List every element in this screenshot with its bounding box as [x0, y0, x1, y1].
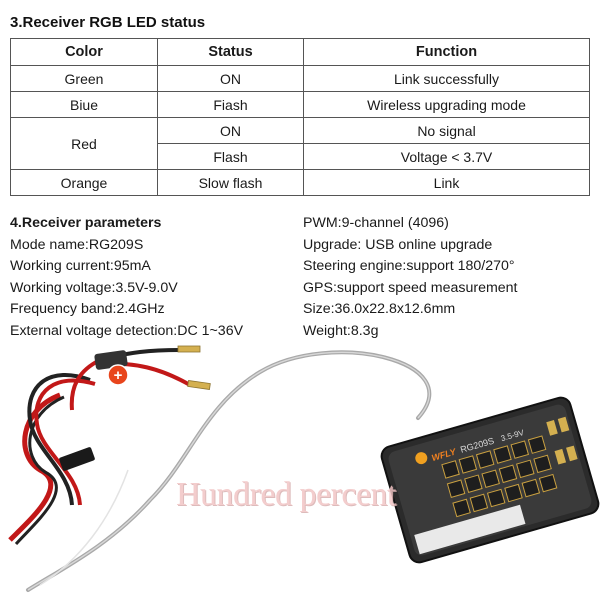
plus-icon: +: [114, 367, 123, 384]
cell-function: Link: [303, 169, 590, 196]
cell-function: No signal: [303, 117, 590, 144]
header-status: Status: [157, 38, 304, 66]
params-title: 4.Receiver parameters: [10, 215, 162, 231]
table-row: Red ON No signal: [10, 117, 590, 170]
params-right-column: PWM:9-channel (4096) Upgrade: USB online…: [303, 213, 518, 342]
table-header-row: Color Status Function: [10, 38, 590, 66]
param-frequency-band: Frequency band:2.4GHz: [10, 301, 165, 317]
cell-color: Orange: [10, 169, 158, 196]
led-status-title: 3.Receiver RGB LED status: [10, 14, 206, 31]
param-working-current: Working current:95mA: [10, 258, 151, 274]
table-row: Green ON Link successfully: [10, 65, 590, 92]
params-left-column: 4.Receiver parameters Mode name:RG209S W…: [10, 213, 243, 342]
header-function: Function: [303, 38, 590, 66]
power-lead-cable: +: [8, 345, 211, 546]
param-external-voltage: External voltage detection:DC 1~36V: [10, 322, 244, 339]
cell-status: Slow flash: [157, 169, 304, 196]
param-steering-engine: Steering engine:support 180/270°: [303, 258, 515, 274]
param-size: Size:36.0x22.8x12.6mm: [303, 301, 456, 317]
table-row: Biue Fiash Wireless upgrading mode: [10, 91, 590, 118]
cell-function: Link successfully: [303, 65, 590, 92]
cell-color: Biue: [10, 91, 158, 118]
antenna-wire: [26, 350, 432, 592]
cell-color: Red: [10, 117, 158, 170]
param-weight: Weight:8.3g: [303, 322, 379, 339]
cell-status: Fiash: [157, 91, 304, 118]
param-upgrade: Upgrade: USB online upgrade: [303, 236, 493, 253]
cell-function: Voltage < 3.7V: [303, 143, 590, 170]
table-row: Orange Slow flash Link: [10, 169, 590, 196]
header-color: Color: [10, 38, 158, 66]
status-led: [415, 452, 428, 465]
param-gps: GPS:support speed measurement: [303, 279, 518, 296]
param-pwm: PWM:9-channel (4096): [303, 215, 449, 231]
receiver-body: WFLY RG209S 3.5-9V: [380, 396, 600, 564]
antenna-tip: [39, 469, 129, 586]
receiver-product-photo: + WFLY RG209S 3.5-9V: [8, 345, 600, 592]
cell-status: Flash: [157, 143, 304, 170]
cell-function: Wireless upgrading mode: [303, 91, 590, 118]
cell-status: ON: [157, 65, 304, 92]
cell-color: Green: [10, 65, 158, 92]
cell-status: ON: [157, 117, 304, 144]
table-row: Flash Voltage < 3.7V: [11, 143, 590, 170]
watermark: Hundred percent: [176, 476, 397, 513]
param-working-voltage: Working voltage:3.5V-9.0V: [10, 279, 178, 296]
param-mode-name: Mode name:RG209S: [10, 236, 144, 253]
led-status-table: Color Status Function Green ON Link succ…: [10, 38, 590, 196]
